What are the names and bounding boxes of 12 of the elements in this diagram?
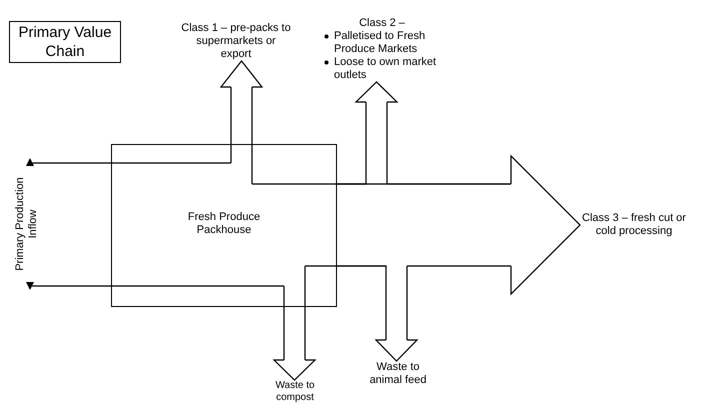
process-box [111,144,337,307]
inflow-label: Primary Production Inflow [14,176,40,273]
title-text: Primary Value Chain [17,23,113,61]
title [9,21,121,63]
destination-label: Class 3 – fresh cut or cold processing [580,212,688,238]
destination-label: Waste to compost [262,380,328,404]
bullet-text: Loose to own market outlets [334,56,438,82]
destination-label: Class 1 – pre-packs to supermarkets or export [180,22,292,61]
destination-label: Waste to animal feed [360,361,436,387]
bullet-text: Palletised to Fresh Produce Markets [334,30,426,56]
heading: Class 2 – [358,17,406,30]
box-label: Fresh Produce Packhouse [186,211,262,237]
